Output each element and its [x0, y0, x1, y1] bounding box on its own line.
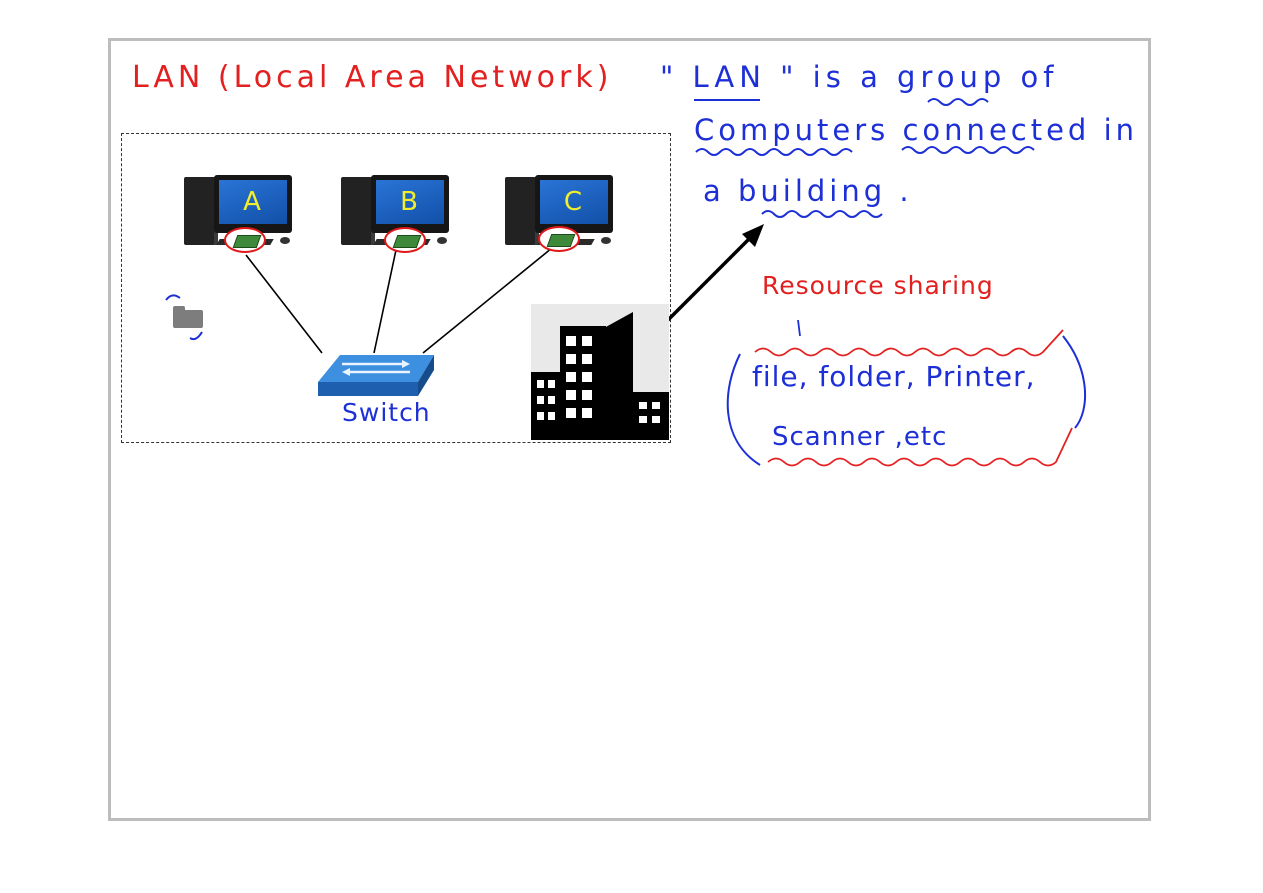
resource-bottom-wave	[767, 427, 1073, 467]
nic-card-icon-a	[224, 227, 266, 253]
arrow-line	[654, 231, 757, 334]
resource-sharing-heading: Resource sharing	[762, 271, 994, 300]
folder-mark-top	[165, 294, 181, 301]
mouse-icon	[601, 237, 611, 244]
computer-a: A	[184, 175, 294, 247]
folder-icon	[173, 306, 203, 328]
monitor-icon	[214, 175, 292, 233]
definition-line-3: a building .	[703, 174, 913, 208]
switch-label: Switch	[342, 398, 431, 427]
definition-line-2: Computers connected in	[694, 113, 1139, 147]
computers-underline	[695, 148, 853, 156]
monitor-icon	[535, 175, 613, 233]
page-title: LAN (Local Area Network)	[132, 60, 613, 95]
computer-b: B	[341, 175, 451, 247]
cable-b	[373, 249, 397, 354]
tower-icon	[505, 177, 539, 245]
mouse-icon	[280, 237, 290, 244]
arrow-head	[742, 224, 764, 247]
nic-card-icon-b	[384, 227, 426, 253]
cable-a	[245, 254, 323, 354]
computer-label-a: A	[243, 187, 263, 217]
building-underline	[761, 210, 883, 218]
cable-c	[422, 247, 553, 354]
resource-list-line-1: file, folder, Printer,	[752, 360, 1036, 393]
computer-label-c: C	[563, 187, 585, 217]
resource-top-wave	[754, 329, 1064, 357]
mouse-icon	[437, 237, 447, 244]
folder-mark-bottom	[189, 331, 203, 341]
tower-icon	[184, 177, 218, 245]
resource-list-line-2: Scanner ,etc	[772, 422, 948, 452]
left-bracket	[726, 353, 761, 466]
tower-icon	[341, 177, 375, 245]
right-bracket	[1062, 335, 1087, 429]
monitor-icon	[371, 175, 449, 233]
nic-card-icon-c	[538, 226, 580, 252]
connected-underline	[901, 146, 1035, 154]
definition-line-1: " LAN " is a group of	[660, 60, 1059, 94]
lan-diagram-frame	[121, 133, 671, 443]
computer-label-b: B	[400, 187, 420, 217]
computer-c: C	[505, 175, 615, 247]
resource-tick	[797, 319, 801, 337]
group-underline	[927, 98, 989, 106]
